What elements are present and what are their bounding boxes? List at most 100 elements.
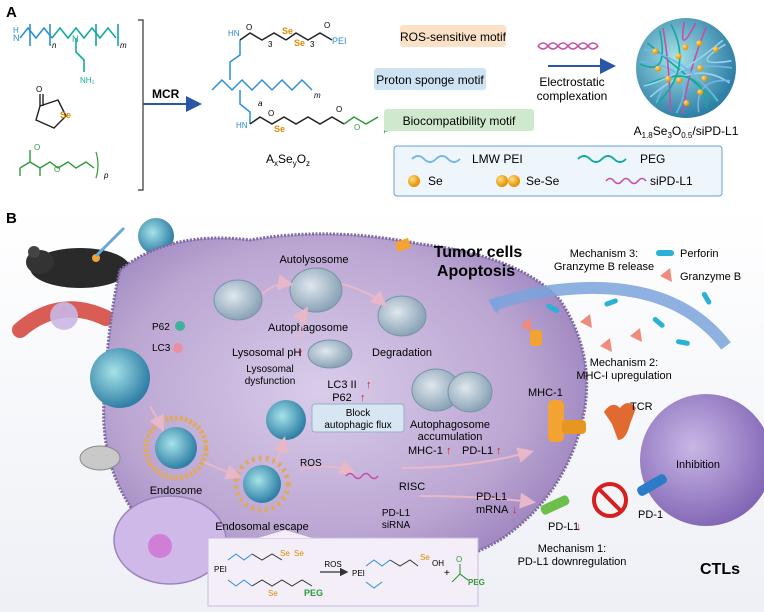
peg-o2: O	[54, 165, 60, 174]
perforin-label: Perforin	[680, 248, 719, 260]
se-bead	[682, 44, 689, 51]
rxn-se-2: Se	[294, 549, 304, 558]
sirna-swatch	[605, 177, 647, 185]
blood-vessel	[12, 301, 114, 338]
ros-motif-label: ROS-sensitive motif	[400, 30, 507, 44]
se-swatch	[408, 175, 420, 187]
peg-bracket	[95, 151, 99, 179]
legend-box	[393, 145, 723, 197]
sese-swatch-1	[496, 175, 508, 187]
se-atom: Se	[60, 110, 71, 120]
product-nh-top: HN	[228, 29, 240, 38]
a-subscript: a	[258, 99, 263, 108]
product-polymer	[211, 32, 379, 125]
autophago-acc-2: accumulation	[418, 431, 483, 443]
nanoparticle-strand	[681, 21, 697, 42]
se-top-2: Se	[294, 38, 305, 48]
lyso-dysfunction-1: Lysosomal	[246, 364, 293, 375]
mhc1-receptor	[548, 400, 586, 442]
lyso-dysfunction-2: dysfunction	[245, 376, 296, 387]
mitochondrion	[79, 445, 121, 471]
granzyme-swatch	[660, 268, 672, 282]
granzyme-arrowhead	[488, 296, 500, 314]
legend-sese: Se-Se	[526, 174, 560, 188]
lc3-marker	[173, 343, 183, 353]
three-sub-1: 3	[268, 40, 273, 49]
endosome-core	[155, 427, 197, 469]
pathway-arrows	[149, 274, 536, 509]
nanoparticle-strand	[639, 30, 664, 68]
nanoparticle-name: A1.8Se3O0.5/siPD-L1	[634, 124, 739, 140]
rxn-pei-1: PEI	[214, 565, 227, 574]
rxn-pei-2: PEI	[352, 569, 365, 578]
risc-label: RISC	[399, 481, 425, 493]
se-bead	[697, 65, 703, 71]
lysosomal-ph-label: Lysosomal pH	[232, 347, 301, 359]
complexation-label: complexation	[537, 89, 608, 103]
pd1-label: PD-1	[638, 509, 663, 521]
rxn-se-4: Se	[420, 553, 430, 562]
rxn-se-1: Se	[280, 549, 290, 558]
rxn-reactant	[227, 553, 253, 587]
ros-motif-box	[400, 25, 506, 47]
product-o-top: O	[246, 23, 252, 32]
carbonyl-o: O	[36, 85, 42, 94]
pdl1-b-up: ↑	[496, 445, 502, 457]
se-top-1: Se	[282, 26, 293, 36]
block-label-2: autophagic flux	[324, 420, 391, 431]
mech3-line2: Granzyme B release	[554, 261, 654, 273]
nanoparticle-a	[636, 18, 736, 118]
nanoparticle-strand	[662, 28, 672, 112]
peg-methacrylate-reactant	[19, 150, 95, 176]
endosome-membrane	[143, 415, 209, 481]
mech1-line1: Mechanism 1:	[538, 543, 606, 555]
legend-sipdl1: siPD-L1	[650, 174, 693, 188]
mech3-line1: Mechanism 3:	[570, 248, 638, 260]
autophago-acc-1: Autophagosome	[410, 419, 490, 431]
p62-marker	[175, 321, 185, 331]
rxn-peg-1: PEG	[304, 588, 323, 598]
mech1-line2: PD-L1 downregulation	[518, 556, 627, 568]
pd1-receptor	[637, 474, 667, 496]
se-bead	[655, 65, 662, 72]
tumor-title-2: Apoptosis	[437, 263, 515, 280]
autophagosome	[213, 279, 263, 321]
mech2-line2: MHC-I upregulation	[576, 370, 671, 382]
nh-label: N	[13, 33, 20, 43]
tcr-label: TCR	[630, 401, 653, 413]
nanoparticle-strand	[697, 79, 731, 113]
lc3ii-up: ↑	[366, 379, 372, 391]
peg-o1: O	[34, 143, 40, 152]
se-bead	[683, 99, 690, 106]
nh2-label: NH₂	[80, 76, 95, 85]
se-bead	[675, 53, 682, 60]
block-symbol	[592, 482, 628, 518]
lc3-label: LC3	[152, 343, 171, 354]
pdl1-sirna-1: PD-L1	[382, 508, 411, 519]
pdl1-b-label: PD-L1	[462, 445, 493, 457]
block-box	[311, 403, 405, 433]
inset-pointer	[258, 530, 312, 538]
accum-vesicle-2	[447, 371, 493, 413]
endosome-label: Endosome	[150, 485, 203, 497]
rxn-plus: +	[444, 568, 450, 579]
mcr-label: MCR	[152, 87, 180, 101]
granzyme-arrow	[489, 281, 731, 350]
panel-a-label: A	[6, 4, 17, 21]
tumor-title-1: Tumor cells	[434, 244, 523, 261]
ph-up-arrow: ↑	[298, 347, 304, 359]
mhc1-b-label: MHC-1	[408, 445, 443, 457]
se-bead	[676, 77, 683, 84]
rxn-peg-2: PEG	[468, 578, 485, 587]
selenolactone-reactant	[35, 94, 67, 129]
reactant-bracket	[138, 19, 144, 191]
autolysosome-label: Autolysosome	[279, 254, 348, 266]
m-subscript-2: m	[314, 91, 321, 100]
nanoparticle-injected	[138, 218, 174, 254]
particles	[520, 291, 712, 352]
panel-b-label: B	[6, 210, 17, 227]
product-o-b1: O	[268, 109, 274, 118]
product-name: AxSeyOz	[266, 152, 310, 168]
p-subscript: p	[103, 171, 109, 180]
p62b-up: ↑	[360, 392, 366, 404]
